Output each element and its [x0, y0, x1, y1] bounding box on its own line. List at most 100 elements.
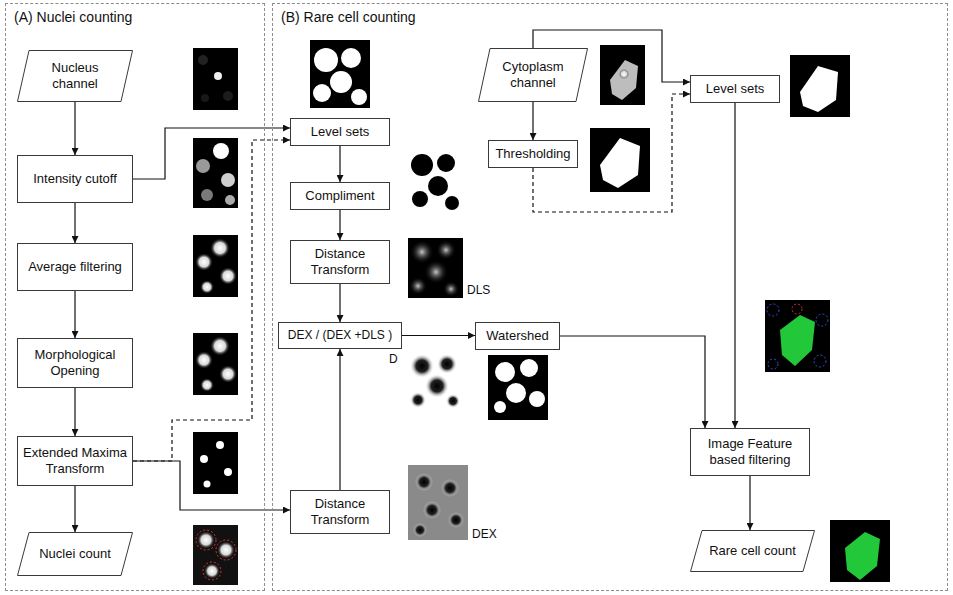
distance-ex-image: [413, 523, 427, 537]
process-box: Thresholding: [488, 140, 578, 168]
watershed-image: [506, 383, 526, 403]
process-box: Distance Transform: [290, 240, 390, 284]
node-label: Nuclei count: [39, 546, 111, 562]
flow-arrow: [339, 349, 340, 490]
panel-title: (A) Nuclei counting: [14, 9, 256, 26]
composite-image: [765, 300, 830, 372]
watershed-image: [529, 391, 545, 407]
nucleus-image: [193, 48, 238, 110]
image-label: DLS: [466, 283, 491, 297]
cutoff-image: [196, 159, 210, 173]
flow-arrow: [133, 128, 290, 179]
filtered-image: [200, 280, 214, 294]
node-label: Level sets: [311, 124, 370, 140]
parallelogram-outline: [691, 531, 815, 572]
maxima-image: [224, 468, 232, 476]
opened-image: [193, 333, 238, 395]
flow-arrow: [402, 335, 475, 336]
watershed-image: [520, 359, 538, 377]
node-label: Image Feature based filtering: [694, 436, 806, 467]
level-set-image: [310, 40, 370, 108]
threshold-image: [590, 128, 650, 192]
nucleus-image: [201, 94, 209, 102]
filtered-image: [219, 267, 237, 285]
process-box: Intensity cutoff: [17, 155, 133, 203]
io-parallelogram: Rare cell count: [690, 530, 815, 572]
nucleus-image: [223, 91, 233, 101]
node-label: Level sets: [706, 81, 765, 97]
ratio-image: [425, 374, 449, 398]
distance-ls-image: [436, 240, 456, 260]
io-parallelogram: Nuclei count: [17, 532, 133, 576]
cell-level-set-image: [790, 55, 850, 117]
io-parallelogram: Nucleus channel: [17, 50, 133, 102]
complement-image: [408, 150, 463, 212]
node-label: Compliment: [305, 188, 374, 204]
watershed-image: [488, 355, 548, 420]
distance-ex-image: [415, 473, 433, 491]
distance-ex-image: [423, 501, 441, 519]
composite-image: [816, 314, 828, 326]
nuclei-count-image: [193, 525, 238, 585]
distance-ls-image: [443, 281, 459, 297]
opened-image: [219, 365, 237, 383]
nuclei-count-image: [216, 540, 236, 560]
composite-image: [767, 304, 779, 316]
ratio-image: [408, 352, 463, 410]
image-label: DEX: [471, 527, 498, 541]
node-label: Nucleus channel: [33, 60, 117, 91]
complement-image: [428, 176, 448, 196]
complement-image: [437, 154, 455, 172]
level-set-image: [330, 71, 352, 93]
threshold-image: [590, 128, 650, 192]
maxima-image: [193, 432, 238, 494]
complement-image: [445, 196, 459, 210]
node-label: Intensity cutoff: [33, 171, 117, 187]
cutoff-image: [193, 138, 238, 208]
filtered-image: [210, 238, 230, 258]
composite-image: [792, 304, 802, 314]
rare-cell-image: [830, 520, 890, 582]
maxima-image: [193, 432, 238, 494]
distance-ex-image: [441, 479, 459, 497]
process-box: Morphological Opening: [17, 338, 133, 388]
composite-image: [780, 315, 815, 366]
flow-arrow: [339, 210, 340, 240]
parallelogram-outline: [18, 51, 133, 102]
complement-image: [412, 191, 428, 207]
flow-arrow: [734, 103, 735, 428]
flow-arrow: [133, 461, 290, 510]
process-box: Watershed: [475, 322, 560, 350]
cutoff-image: [193, 138, 238, 208]
node-label: Thresholding: [495, 146, 570, 162]
process-box: Image Feature based filtering: [690, 428, 810, 476]
complement-image: [408, 150, 463, 212]
process-box: Level sets: [290, 118, 390, 146]
filtered-image: [193, 235, 238, 297]
nuclei-count-image: [204, 563, 220, 579]
flow-arrow: [74, 486, 75, 532]
node-label: Extended Maxima Transform: [21, 445, 129, 476]
cytoplasm-image: [619, 69, 629, 79]
ratio-image: [410, 354, 434, 378]
cutoff-image: [213, 143, 229, 159]
cytoplasm-image: [600, 45, 645, 105]
parallelogram-outline: [479, 49, 588, 102]
nuclei-count-image: [193, 525, 238, 585]
node-label: Average filtering: [28, 259, 122, 275]
watershed-image: [494, 401, 506, 413]
process-box: Average filtering: [17, 243, 133, 291]
process-box: DEX / (DEX +DLS ): [278, 322, 402, 349]
cytoplasm-image: [600, 45, 645, 105]
filtered-image: [195, 253, 213, 271]
cell-level-set-image: [800, 66, 838, 112]
level-set-image: [351, 89, 367, 105]
cutoff-image: [225, 195, 235, 205]
nuclei-count-image: [196, 530, 216, 550]
flow-arrow: [749, 476, 750, 530]
ratio-image: [408, 352, 463, 410]
flow-arrow: [560, 336, 705, 428]
filtered-image: [193, 235, 238, 297]
